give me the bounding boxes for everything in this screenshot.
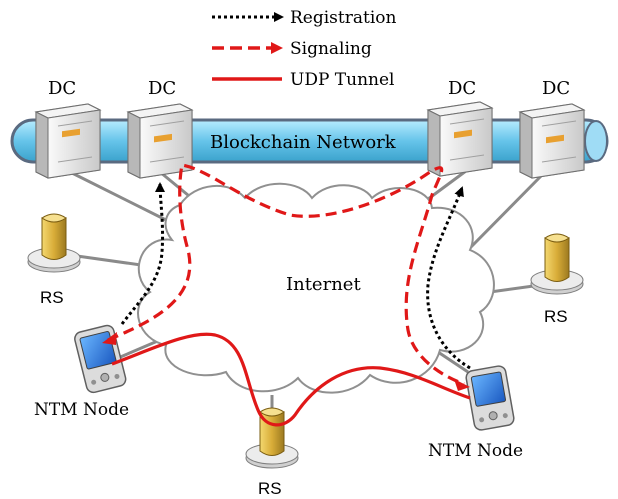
rs-label: RS	[40, 288, 64, 307]
legend-registration: Registration	[212, 8, 397, 28]
ntm-node-right: NTM Node	[428, 365, 523, 461]
signaling-arrowhead-left	[102, 332, 117, 345]
udp-tunnel-path	[111, 332, 471, 427]
ntm-node-label: NTM Node	[34, 400, 129, 420]
blockchain-label: Blockchain Network	[210, 132, 397, 153]
legend: Registration Signaling UDP Tunnel	[212, 8, 397, 90]
relay-server-icon	[530, 233, 584, 295]
legend-signaling-label: Signaling	[290, 39, 372, 59]
dc-server-icon	[126, 103, 194, 179]
relay-server-icon	[245, 407, 299, 469]
dc-server-2: DC	[126, 78, 194, 179]
dc-server-4: DC	[518, 78, 586, 179]
pda-device-icon	[465, 365, 515, 431]
legend-udp-tunnel-label: UDP Tunnel	[290, 70, 394, 90]
signaling-path	[107, 163, 465, 386]
dc-label: DC	[448, 78, 476, 99]
dc-server-1: DC	[34, 78, 102, 179]
dc-server-icon	[426, 101, 494, 177]
legend-signaling: Signaling	[212, 39, 372, 59]
legend-udp-tunnel: UDP Tunnel	[212, 70, 394, 90]
pda-device-icon	[74, 324, 127, 394]
rs-label: RS	[544, 307, 568, 326]
internet-label: Internet	[286, 274, 361, 295]
relay-server-icon	[27, 213, 81, 273]
relay-server-left: RS	[27, 213, 81, 307]
rs-label: RS	[258, 479, 282, 498]
signaling-arrowhead-right	[454, 379, 470, 391]
dc-server-3: DC	[426, 78, 494, 177]
ntm-node-label: NTM Node	[428, 441, 523, 461]
dc-label: DC	[542, 78, 570, 99]
dc-servers: DC DC	[34, 78, 586, 179]
registration-path-left	[120, 182, 166, 325]
dc-server-icon	[34, 103, 102, 179]
dc-server-icon	[518, 103, 586, 179]
dc-label: DC	[148, 78, 176, 99]
relay-server-right: RS	[530, 233, 584, 326]
legend-registration-label: Registration	[290, 8, 397, 28]
blockchain-network: Blockchain Network	[10, 118, 609, 164]
registration-path-right	[426, 186, 471, 370]
dc-label: DC	[48, 78, 76, 99]
